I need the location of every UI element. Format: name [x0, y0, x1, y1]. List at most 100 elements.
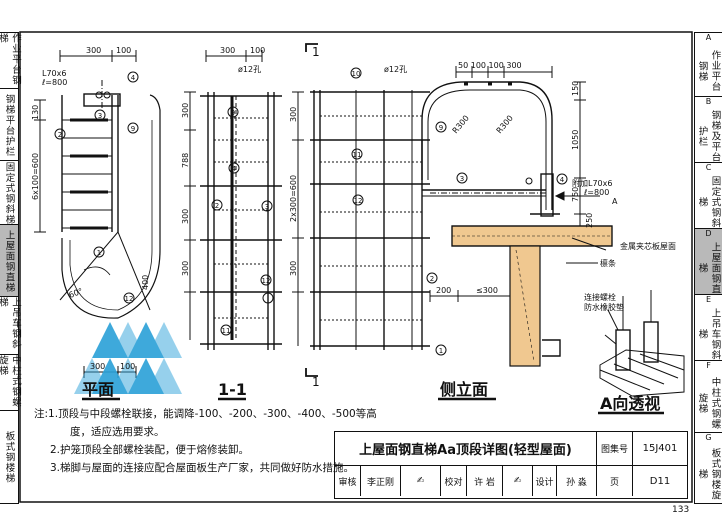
callout-text: 檩条: [600, 258, 616, 268]
dim-text: 250: [585, 213, 594, 228]
atlas-number: 15J401: [633, 432, 687, 466]
svg-text:9: 9: [131, 125, 135, 133]
svg-text:4: 4: [232, 165, 237, 173]
svg-text:2: 2: [215, 202, 219, 210]
svg-text:4: 4: [560, 176, 565, 184]
dim-text: 300: [289, 107, 298, 122]
section-view: [184, 50, 282, 350]
left-tab-a[interactable]: 作业平台钢梯: [0, 32, 21, 90]
view-label-plan: 平面: [82, 380, 114, 399]
dim-text: ≤300: [476, 286, 498, 295]
svg-text:3: 3: [460, 175, 464, 183]
svg-text:3: 3: [265, 203, 269, 211]
sheet-border: [19, 31, 693, 503]
dim-text: 200: [436, 286, 451, 295]
dim-text: 750: [571, 187, 580, 202]
svg-text:1: 1: [439, 347, 443, 355]
svg-text:12: 12: [354, 197, 363, 205]
check-label: 校对: [441, 466, 467, 496]
callout-text: ℓ=800: [583, 188, 609, 197]
page-number: D11: [649, 475, 671, 487]
dim-text: 300: [289, 261, 298, 276]
callout-text: 防水橡胶垫: [584, 302, 624, 312]
section-mark-top: 1: [312, 45, 320, 59]
dim-text: 150: [571, 81, 580, 96]
dim-text: R300: [495, 114, 515, 136]
atlas-label: 图集号: [597, 432, 633, 466]
dim-text: 300: [90, 362, 105, 371]
svg-text:2: 2: [58, 131, 62, 139]
callout-text: L70x6: [42, 69, 66, 78]
callout-text: ø12孔: [384, 65, 407, 74]
callout-text: ø12孔: [238, 65, 261, 74]
view-label-detail: A向透视: [600, 394, 660, 413]
dim-text: 2x300=600: [289, 175, 298, 222]
callout-text: ℓ=800: [41, 78, 67, 87]
dim-text: R300: [451, 114, 471, 136]
plan-view: [34, 50, 161, 378]
notes-prefix: 注:: [34, 408, 49, 420]
designer-name: 孙 淼: [557, 466, 597, 496]
detail-view: [599, 290, 685, 397]
callout-text: 连接螺栓: [584, 292, 616, 302]
svg-text:11: 11: [222, 327, 231, 335]
note-line-3: 3.梯脚与屋面的连接应配合屋面板生产厂家，共同做好防水措施。: [50, 462, 355, 474]
dim-text: 788: [181, 153, 190, 168]
svg-text:12: 12: [125, 295, 134, 303]
callout-text: 金属夹芯板屋面: [620, 241, 676, 251]
left-tab-e[interactable]: 上吊车钢斜梯: [0, 296, 21, 356]
reviewer-name: 李正刚: [361, 466, 401, 496]
dim-text: 300: [220, 46, 235, 55]
svg-text:4: 4: [131, 74, 136, 82]
dim-text: 300: [181, 103, 190, 118]
callout-text: A: [612, 197, 618, 206]
svg-text:12: 12: [262, 277, 271, 285]
dim-text: 130: [31, 105, 40, 120]
left-tab-f[interactable]: 中柱式钢螺旋梯: [0, 354, 21, 412]
dim-text: 100: [250, 46, 265, 55]
section-mark-bottom: 1: [312, 375, 320, 389]
dim-text: 300: [181, 261, 190, 276]
left-tab-c[interactable]: 固定式钢斜梯: [0, 160, 19, 226]
reviewer-signature: ✍: [401, 466, 441, 496]
drawing-title: 上屋面钢直梯Aa顶段详图(轻型屋面): [335, 432, 597, 466]
left-tab-b[interactable]: 钢梯平台护栏: [0, 88, 19, 162]
view-label-section: 1-1: [218, 380, 247, 399]
dim-text: 60°: [68, 287, 84, 300]
checker-signature: ✍: [503, 466, 533, 496]
side-view: [292, 43, 613, 377]
watermark-logo: [74, 322, 182, 394]
svg-text:11: 11: [353, 151, 362, 159]
dim-text: 300: [86, 46, 101, 55]
dim-text: 1050: [571, 130, 580, 150]
svg-text:1: 1: [97, 249, 101, 257]
note-line-1: 注:1.顶段与中段螺栓联接，能调降-100、-200、-300、-400、-50…: [34, 408, 377, 420]
review-label: 审核: [335, 466, 361, 496]
dim-text: 100: [116, 46, 131, 55]
left-tab-d[interactable]: 上屋面钢直梯: [0, 224, 19, 298]
view-label-side: 侧立面: [440, 380, 488, 399]
dim-text: 50 100 100 300: [458, 61, 522, 70]
notes-block: 注:1.顶段与中段螺栓联接，能调降-100、-200、-300、-400、-50…: [34, 405, 377, 477]
dim-text: 100: [120, 362, 135, 371]
left-tab-g[interactable]: 板式钢楼梯: [0, 410, 19, 504]
page-label: 页: [597, 466, 633, 496]
design-label: 设计: [533, 466, 557, 496]
callout-text: 附加L70x6: [572, 178, 612, 188]
svg-text:9: 9: [439, 124, 443, 132]
svg-text:10: 10: [352, 70, 361, 78]
svg-text:9: 9: [231, 109, 235, 117]
svg-text:3: 3: [98, 112, 102, 120]
checker-name: 许 岩: [467, 466, 503, 496]
